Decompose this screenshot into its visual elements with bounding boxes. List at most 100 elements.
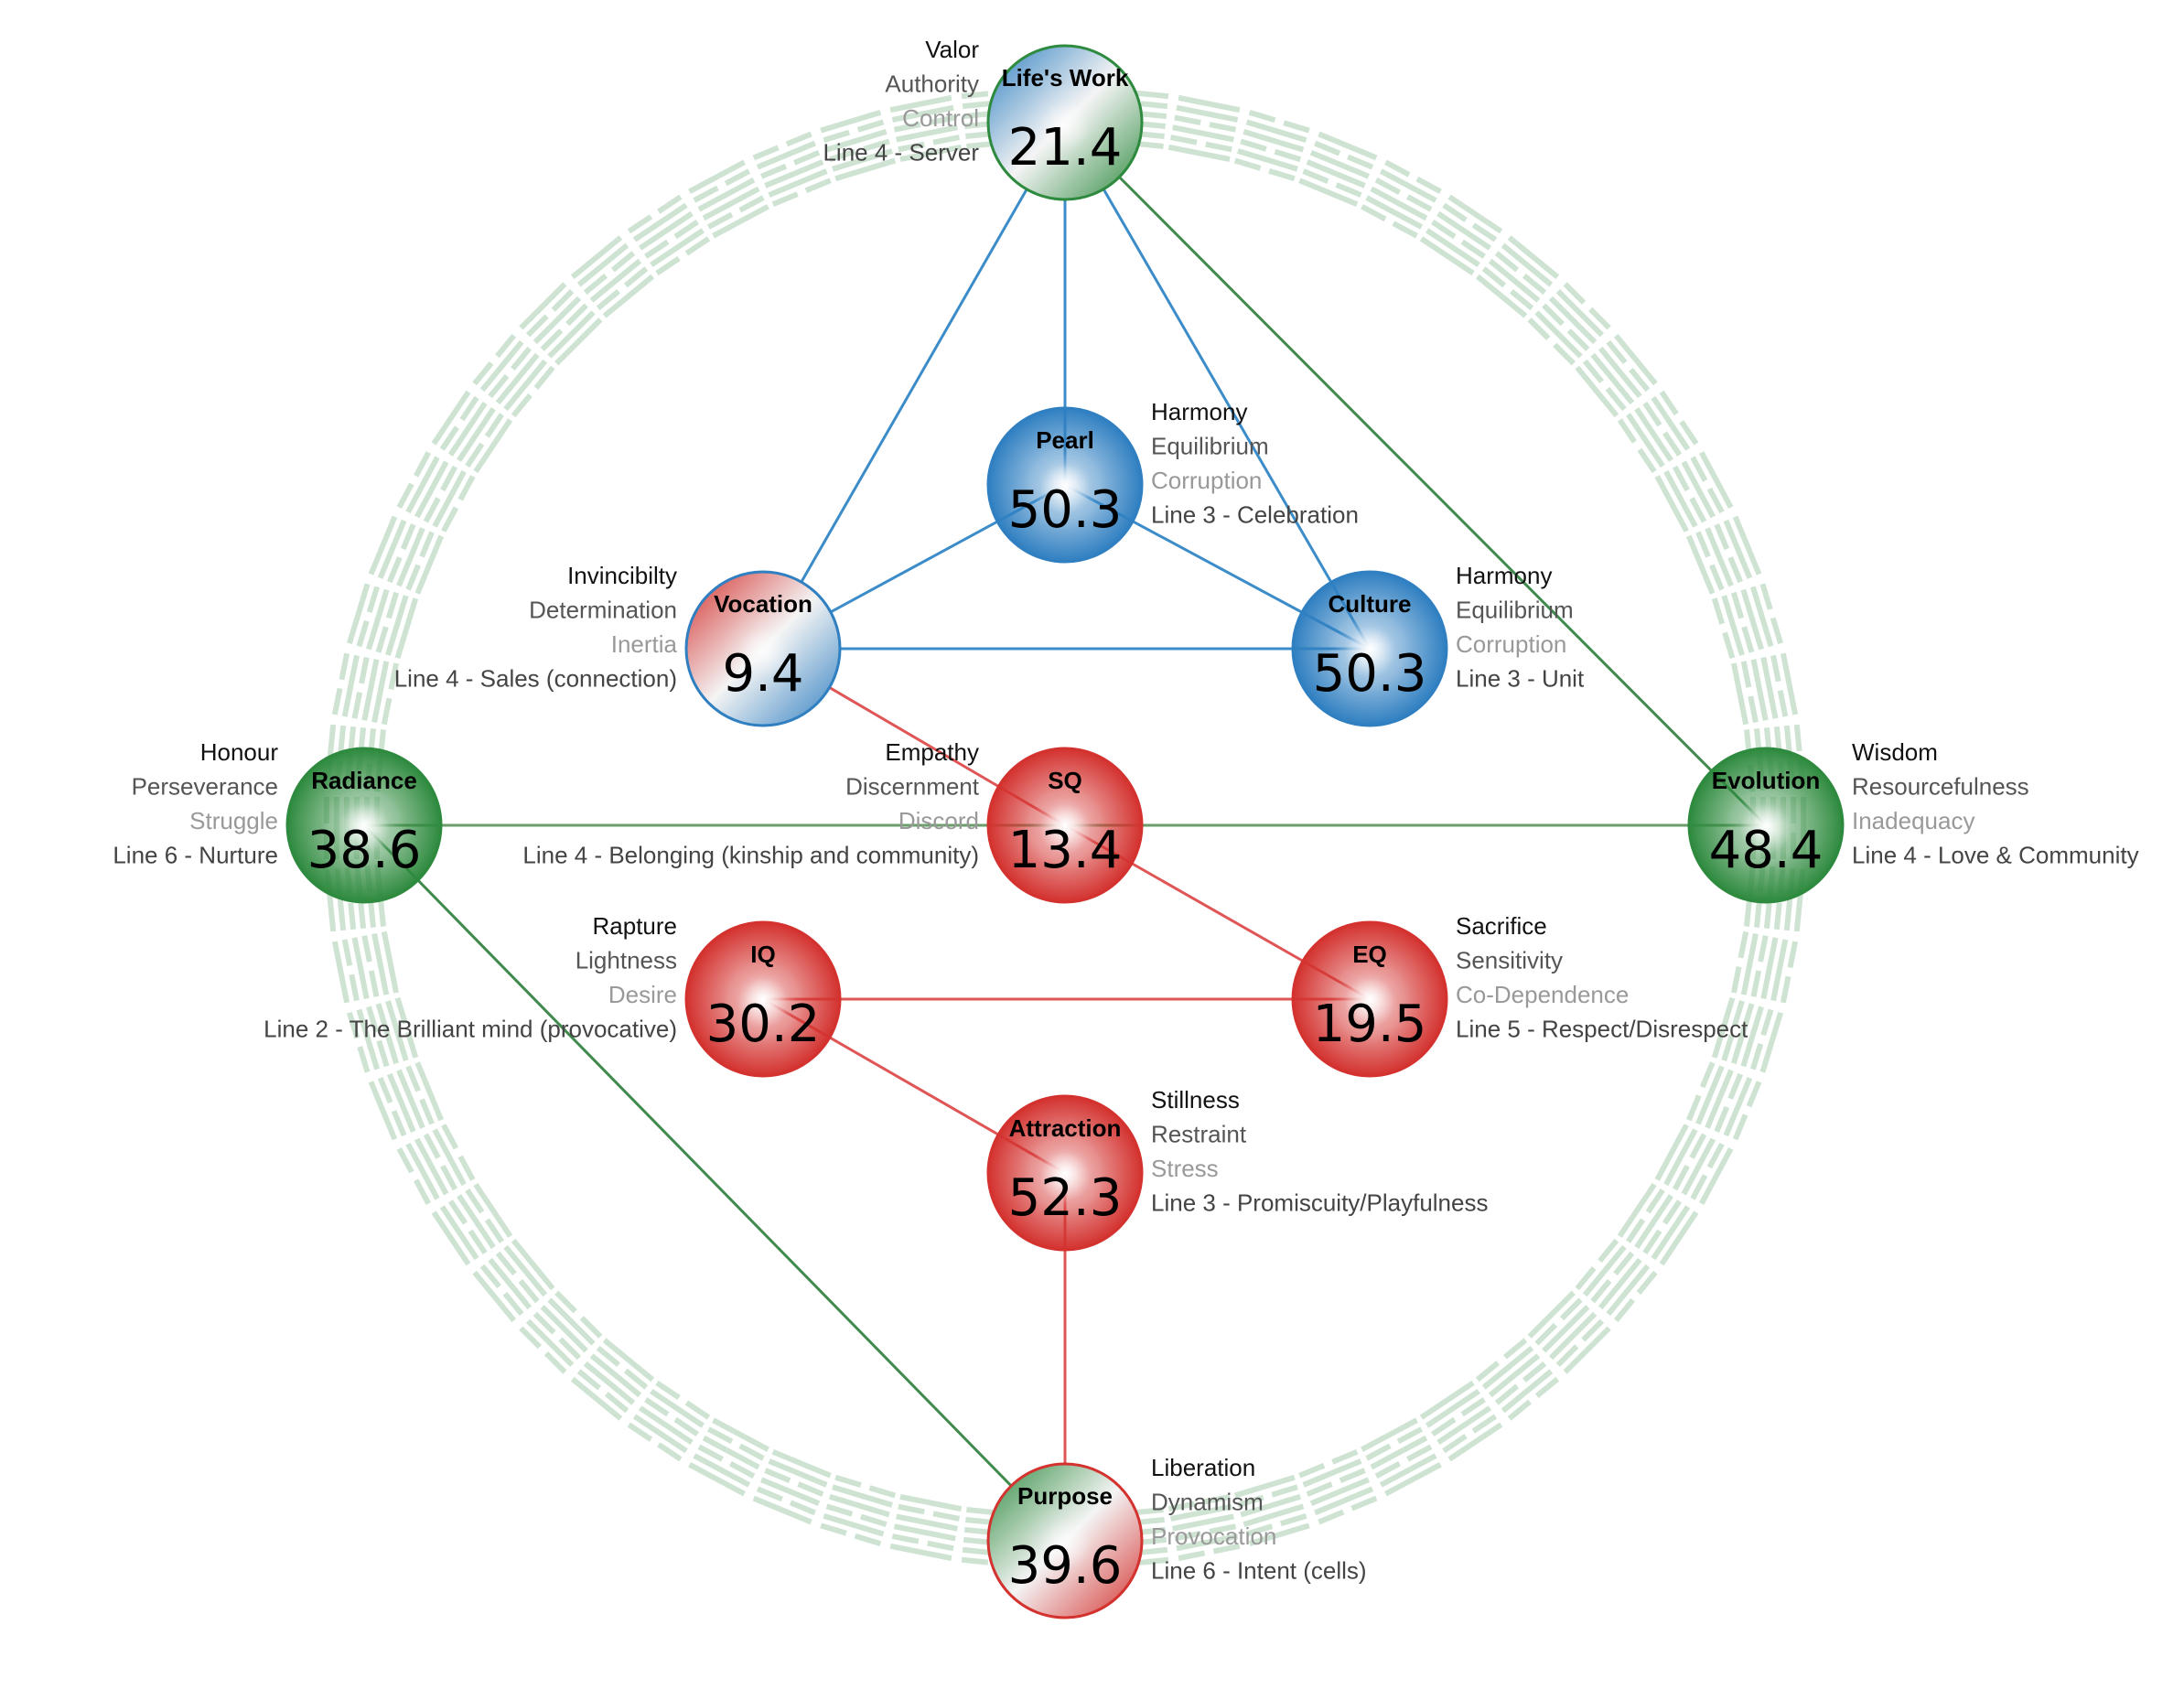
hexagram-glyph (752, 131, 832, 208)
sphere-pearl[interactable]: Pearl 50.3 (986, 406, 1144, 564)
sphere-radiance[interactable]: Radiance 38.6 (285, 747, 443, 904)
sphere-highlight (1022, 1501, 1108, 1587)
label-line: Line 3 - Promiscuity/Playfulness (1151, 1189, 1488, 1217)
hexagram-glyph (1711, 996, 1783, 1073)
hexagram-glyph (331, 931, 400, 1004)
hexagram-glyph (1419, 194, 1503, 276)
hexagram-glyph (519, 282, 603, 366)
label-gift: Harmony (1151, 398, 1247, 425)
hexagram-glyph (1527, 282, 1611, 366)
label-gift: Harmony (1456, 562, 1552, 589)
hexagram-glyph (347, 996, 419, 1073)
label-shadow-gift: Equilibrium (1151, 433, 1269, 460)
label-line: Line 4 - Belonging (kinship and communit… (522, 842, 979, 869)
hexagram-glyph (570, 1338, 655, 1421)
label-shadow-gift: Sensitivity (1456, 947, 1563, 974)
hexagram-glyph (1730, 652, 1799, 726)
label-shadow-gift: Determination (529, 597, 677, 624)
sphere-name: Evolution (1712, 767, 1820, 794)
label-gift: Sacrifice (1456, 912, 1547, 940)
hexagram-glyph (820, 1474, 897, 1546)
hexagram-glyph (820, 110, 897, 182)
connection-line (362, 823, 1067, 1543)
sphere-name: SQ (1048, 767, 1082, 794)
sphere-name: Radiance (311, 767, 417, 794)
hexagram-glyph (752, 1448, 832, 1525)
hexagram-glyph (396, 1124, 476, 1205)
hexagram-glyph (1575, 1238, 1658, 1323)
sphere-name: Purpose (1017, 1482, 1113, 1510)
hexagram-glyph (1711, 583, 1783, 660)
label-shadow: Inertia (611, 630, 678, 658)
connection-line (761, 122, 1067, 650)
label-line: Line 4 - Sales (connection) (394, 665, 677, 693)
connection-line (1063, 122, 1372, 650)
sphere-value: 50.3 (1008, 480, 1123, 540)
label-gift: Wisdom (1852, 738, 1938, 766)
hexagram-glyph (1654, 1124, 1734, 1205)
hexagram-glyph (1475, 235, 1560, 318)
label-gift: Honour (200, 738, 279, 766)
label-line: Line 3 - Unit (1456, 665, 1585, 693)
label-shadow-gift: Perseverance (132, 773, 278, 801)
sphere-value: 52.3 (1008, 1168, 1123, 1228)
sphere-highlight (1022, 1134, 1108, 1220)
label-shadow-gift: Dynamism (1151, 1489, 1264, 1516)
hexagram-glyph (368, 515, 445, 595)
hexagram-glyph (1361, 159, 1442, 239)
label-shadow: Control (902, 104, 979, 132)
label-shadow-gift: Equilibrium (1456, 597, 1574, 624)
label-shadow-gift: Lightness (576, 947, 677, 974)
sphere-attraction[interactable]: Attraction 52.3 (986, 1094, 1144, 1252)
hexagram-glyph (1685, 1061, 1762, 1141)
sphere-name: Pearl (1036, 426, 1094, 454)
label-shadow: Co-Dependence (1456, 981, 1629, 1008)
label-gift: Empathy (885, 738, 979, 766)
label-line: Line 3 - Celebration (1151, 501, 1359, 529)
label-shadow-gift: Restraint (1151, 1121, 1247, 1148)
hexagram-glyph (1298, 131, 1378, 208)
hexagram-glyph (1475, 1338, 1560, 1421)
sphere-highlight (1327, 609, 1413, 695)
sphere-highlight (720, 960, 806, 1046)
sphere-highlight (720, 609, 806, 695)
hexagram-glyph (1617, 1182, 1699, 1266)
hexagram-glyph (1233, 110, 1310, 182)
label-shadow-gift: Resourcefulness (1852, 773, 2029, 801)
hexagram-glyph (368, 1061, 445, 1141)
hexagram-glyph (688, 159, 769, 239)
label-gift: Stillness (1151, 1086, 1240, 1113)
hexagram-glyph (472, 333, 555, 418)
hexagram-glyph (1419, 1380, 1503, 1462)
label-shadow: Provocation (1151, 1522, 1276, 1550)
sphere-value: 21.4 (1008, 118, 1123, 178)
sphere-name: Vocation (714, 590, 812, 618)
sphere-highlight (1022, 446, 1108, 532)
sphere-value: 38.6 (307, 821, 422, 880)
hexagram-glyph (1233, 1474, 1310, 1546)
hexagram-glyph (1575, 333, 1658, 418)
label-line: Line 5 - Respect/Disrespect (1456, 1016, 1748, 1043)
label-line: Line 6 - Intent (cells) (1151, 1557, 1367, 1585)
sphere-name: Attraction (1009, 1114, 1122, 1142)
hexagram-glyph (688, 1417, 769, 1497)
hexagram-glyph (1298, 1448, 1378, 1525)
